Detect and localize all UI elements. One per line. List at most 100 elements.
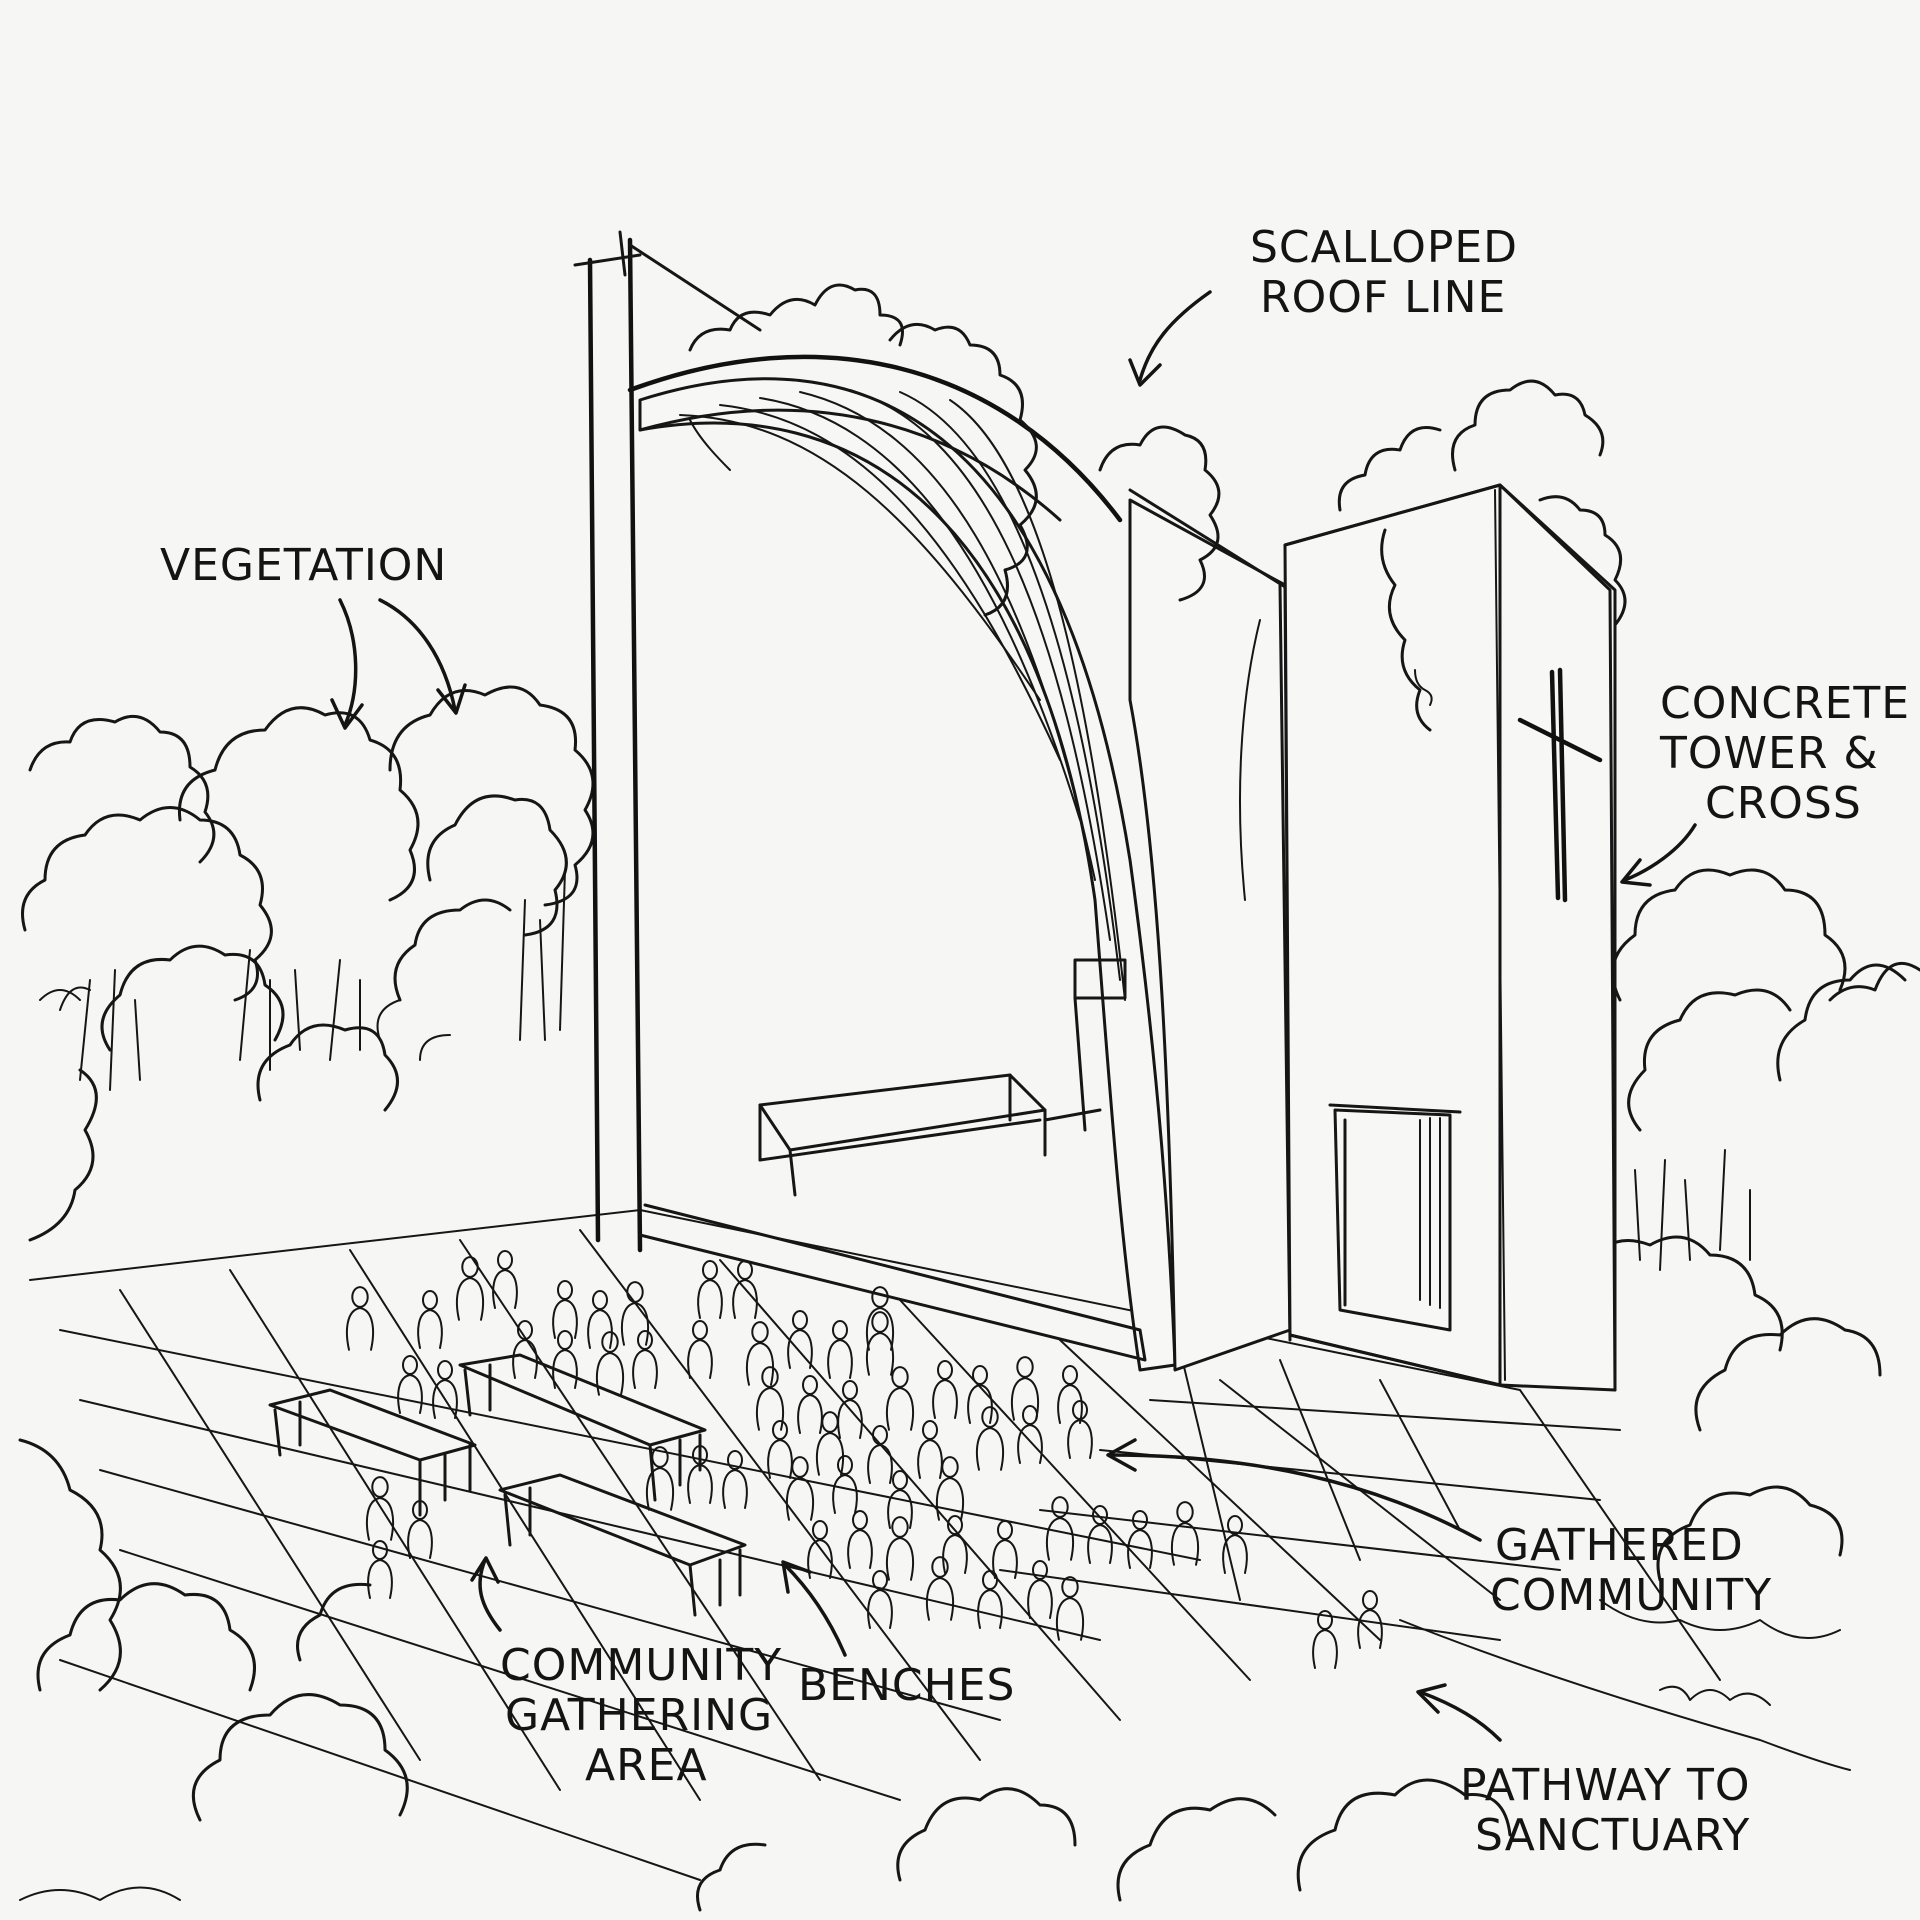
person-figure — [917, 1420, 943, 1479]
person-figure — [816, 1411, 844, 1476]
person-figure — [1222, 1515, 1248, 1574]
arrow-icon — [783, 1563, 847, 1657]
person-figure — [827, 1320, 853, 1379]
person-figure — [722, 1450, 748, 1509]
person-figure — [976, 1406, 1004, 1471]
person-figure — [346, 1286, 374, 1351]
person-figure — [621, 1281, 649, 1346]
roof-vegetation — [688, 283, 1627, 732]
plaza-benches — [268, 1353, 747, 1617]
person-figure — [366, 1476, 394, 1541]
label-line: GATHERED — [1495, 1520, 1744, 1571]
person-figure — [886, 1366, 914, 1431]
person-figure — [1357, 1590, 1383, 1649]
cross-icon — [1517, 667, 1603, 903]
person-figure — [1057, 1365, 1083, 1424]
person-figure — [867, 1425, 893, 1484]
label-line: PATHWAY TO — [1460, 1760, 1751, 1811]
person-figure — [492, 1250, 518, 1309]
stage-bench — [758, 1073, 1102, 1197]
person-figure — [1127, 1510, 1153, 1569]
person-figure — [887, 1470, 913, 1529]
arrow-icon — [1138, 290, 1212, 382]
label-line: COMMUNITY — [1490, 1570, 1772, 1621]
person-figure — [932, 1360, 958, 1419]
label-concrete-tower-cross: CONCRETE TOWER & CROSS — [1620, 678, 1910, 887]
person-figure — [807, 1520, 833, 1579]
plaza-bench — [498, 1473, 747, 1617]
person-figure — [1011, 1356, 1039, 1421]
plaza-bench — [268, 1388, 477, 1517]
person-figure — [767, 1420, 793, 1479]
person-figure — [432, 1360, 458, 1419]
concrete-tower — [1283, 483, 1617, 1392]
arrow-head-icon — [1128, 358, 1162, 387]
paved-plaza — [29, 1209, 1721, 1881]
label-line: CONCRETE — [1660, 678, 1910, 729]
arrow-icon — [1623, 823, 1697, 882]
arrow-icon — [1108, 1453, 1482, 1542]
label-line: TOWER & — [1659, 728, 1879, 779]
label-line: AREA — [585, 1740, 708, 1791]
label-line: COMMUNITY — [500, 1640, 782, 1691]
person-figure — [596, 1331, 624, 1396]
label-scalloped-roof-line: SCALLOPED ROOF LINE — [1128, 222, 1518, 387]
label-community-gathering-area: COMMUNITY GATHERING AREA — [470, 1556, 782, 1791]
person-figure — [687, 1320, 713, 1379]
person-figure — [397, 1355, 423, 1414]
person-figure — [512, 1320, 538, 1379]
person-figure — [926, 1556, 954, 1621]
person-figure — [697, 1260, 723, 1319]
person-figure — [977, 1570, 1003, 1629]
label-vegetation: VEGETATION — [160, 540, 467, 730]
label-line: BENCHES — [798, 1660, 1015, 1711]
person-figure — [786, 1456, 814, 1521]
person-figure — [552, 1280, 578, 1339]
person-figure — [1087, 1505, 1113, 1564]
person-figure — [632, 1330, 658, 1389]
person-figure — [1171, 1501, 1199, 1566]
label-line: ROOF LINE — [1260, 272, 1506, 323]
arrow-icon — [478, 1558, 502, 1632]
person-figure — [1312, 1610, 1338, 1669]
person-figure — [687, 1445, 713, 1504]
person-figure — [832, 1455, 858, 1514]
person-figure — [407, 1500, 433, 1559]
person-figure — [756, 1366, 784, 1431]
vegetation-left — [18, 685, 595, 1901]
person-figure — [732, 1260, 758, 1319]
arrow-head-icon — [781, 1560, 812, 1594]
arrow-icon — [338, 598, 358, 727]
person-figure — [1056, 1576, 1084, 1641]
person-figure — [552, 1330, 578, 1389]
person-figure — [797, 1375, 823, 1434]
label-line: SCALLOPED — [1250, 222, 1518, 273]
person-figure — [866, 1286, 894, 1351]
person-figure — [646, 1446, 674, 1511]
person-figure — [867, 1570, 893, 1629]
chapel-structure — [573, 230, 1627, 1392]
gathered-community-figures — [346, 1250, 1383, 1669]
person-figure — [1046, 1496, 1074, 1561]
label-benches: BENCHES — [781, 1560, 1015, 1711]
roof-hatching — [679, 389, 1126, 1001]
person-figure — [1067, 1400, 1093, 1459]
label-line: CROSS — [1705, 778, 1862, 829]
person-figure — [417, 1290, 443, 1349]
person-figure — [1017, 1405, 1043, 1464]
label-line: VEGETATION — [160, 540, 447, 591]
arrow-head-icon — [1416, 1683, 1447, 1714]
vegetation-right — [696, 868, 1920, 1912]
label-line: GATHERING — [505, 1690, 773, 1741]
pathway-line — [1399, 1619, 1851, 1771]
arrow-head-icon — [330, 698, 364, 730]
person-figure — [992, 1520, 1018, 1579]
person-figure — [787, 1310, 813, 1369]
person-figure — [1027, 1560, 1053, 1619]
arrow-head-icon — [1620, 858, 1652, 887]
person-figure — [936, 1456, 964, 1521]
person-figure — [367, 1540, 393, 1599]
label-gathered-community: GATHERED COMMUNITY — [1106, 1438, 1772, 1621]
person-figure — [866, 1311, 894, 1376]
